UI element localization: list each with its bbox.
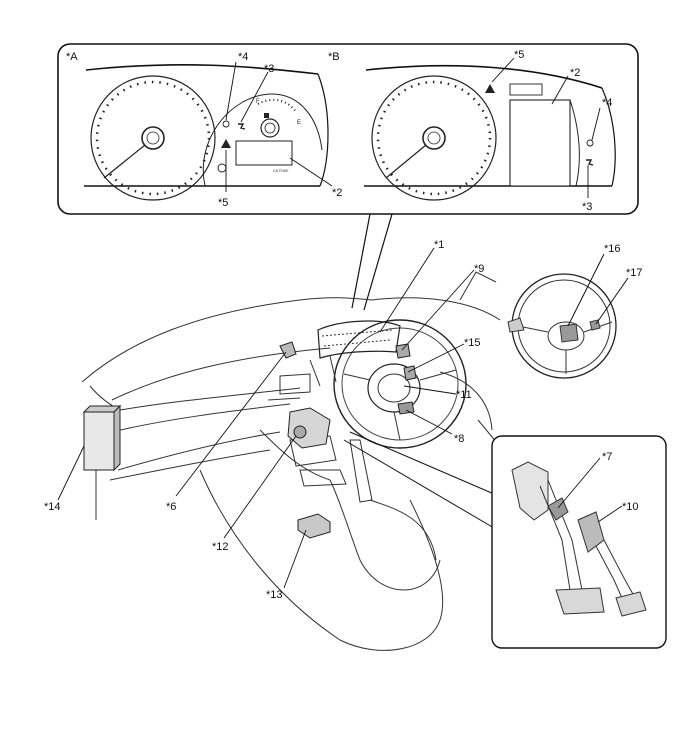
switch-8 — [397, 401, 415, 415]
callout-6: *6 — [166, 501, 176, 513]
ecu-14 — [83, 411, 115, 471]
panel-a-bezel-right — [317, 73, 329, 187]
speedometer-b — [371, 75, 497, 201]
fuel-gauge-a: F E OUTSIDE — [202, 93, 323, 187]
callout-4a: *4 — [238, 51, 248, 63]
callout-2a: *2 — [332, 187, 342, 199]
callout-11: *11 — [456, 389, 472, 401]
callout-8: *8 — [454, 433, 464, 445]
callout-17: *17 — [626, 267, 643, 279]
meter-panel-a: *A F E OUTSIDE — [66, 51, 329, 201]
inset-leaders — [225, 57, 601, 198]
part-12 — [287, 407, 331, 449]
callout-4b: *4 — [602, 97, 612, 109]
callout-16: *16 — [604, 243, 621, 255]
part-9 — [395, 343, 411, 359]
meter-panel-b: *B — [328, 51, 616, 201]
inset-pointer — [351, 213, 393, 311]
seatbelt-lamp-icon — [222, 120, 230, 128]
panel-b-bezel-right — [601, 87, 616, 187]
callout-9: *9 — [474, 263, 484, 275]
steering-wheel-inset — [507, 253, 629, 379]
callout-15: *15 — [464, 337, 481, 349]
panel-a-bezel-top — [85, 63, 319, 75]
outside-temp-label: OUTSIDE — [273, 169, 289, 173]
seatbelt-lamp-icon-b — [586, 139, 594, 147]
callout-5a: *5 — [218, 197, 228, 209]
callout-1: *1 — [434, 239, 444, 251]
pedal-inset — [491, 435, 667, 649]
multi-display-b — [509, 99, 571, 187]
airbag-lamp-icon-b — [586, 159, 594, 166]
callout-3a: *3 — [264, 63, 274, 75]
multi-display-a — [235, 140, 293, 166]
panel-b-tag: *B — [328, 51, 340, 63]
speedometer-a — [90, 75, 216, 201]
callout-5b: *5 — [514, 49, 524, 61]
part-15 — [403, 365, 417, 381]
callout-13: *13 — [266, 589, 283, 601]
panel-a-tag: *A — [66, 51, 78, 63]
fuel-pump-icon — [264, 113, 269, 118]
sensor-6 — [279, 341, 297, 359]
main-leaders — [57, 247, 475, 589]
warning-triangle-icon-b — [485, 84, 495, 93]
part-13 — [297, 513, 331, 539]
callout-3b: *3 — [582, 201, 592, 213]
callout-10: *10 — [622, 501, 639, 513]
warning-triangle-icon — [221, 139, 231, 148]
panel-b-bezel-top — [365, 64, 603, 89]
meter-inset: *A F E OUTSIDE — [57, 43, 639, 311]
airbag-lamp-icon — [238, 123, 246, 130]
component-shapes — [82, 341, 417, 539]
fuel-full-label: F — [256, 99, 260, 105]
callout-14: *14 — [44, 501, 61, 513]
callout-12: *12 — [212, 541, 229, 553]
dashboard-drawing — [81, 271, 561, 651]
info-display-b — [509, 83, 543, 96]
fuel-empty-label: E — [297, 120, 301, 126]
callout-2b: *2 — [570, 67, 580, 79]
callout-7: *7 — [602, 451, 612, 463]
